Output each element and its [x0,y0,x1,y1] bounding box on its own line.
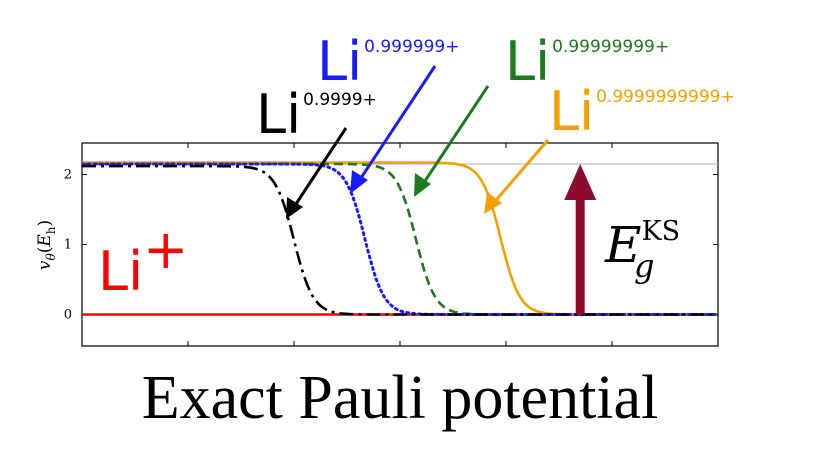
pointer-li-0.999999-head [350,170,368,194]
series-curves [82,161,718,316]
label-pointers [286,65,550,219]
y-axis-label: vθ(Eh) [35,220,58,270]
pointer-li-0.99999999 [419,85,490,188]
band-gap-label: EKS [604,216,680,274]
svg-text:vθ(Eh): vθ(Eh) [35,220,58,270]
band-gap-arrow [564,164,597,315]
y-tick-label: 2 [64,168,72,183]
series-line-1 [82,164,718,316]
band-gap-arrow-shaft [575,199,585,315]
pointer-li-0.9999999999-head [484,192,502,214]
band-gap-label-sub: g [634,247,654,285]
axis-ticks: 0 1 2 [64,143,718,346]
y-tick-label: 0 [64,308,72,323]
band-gap-arrow-head [564,164,597,200]
pointer-li-0.99999999-head [414,173,431,197]
label-li-plus: Li+ [98,218,188,303]
pointer-li-0.9999999999 [489,139,550,207]
chart-title: Exact Pauli potential [142,364,659,432]
series-line-3 [82,162,718,316]
pointer-li-0.9999 [290,127,348,211]
pointer-li-0.9999-head [286,197,303,219]
pointer-li-0.999999 [355,65,437,185]
y-tick-label: 1 [64,238,72,253]
